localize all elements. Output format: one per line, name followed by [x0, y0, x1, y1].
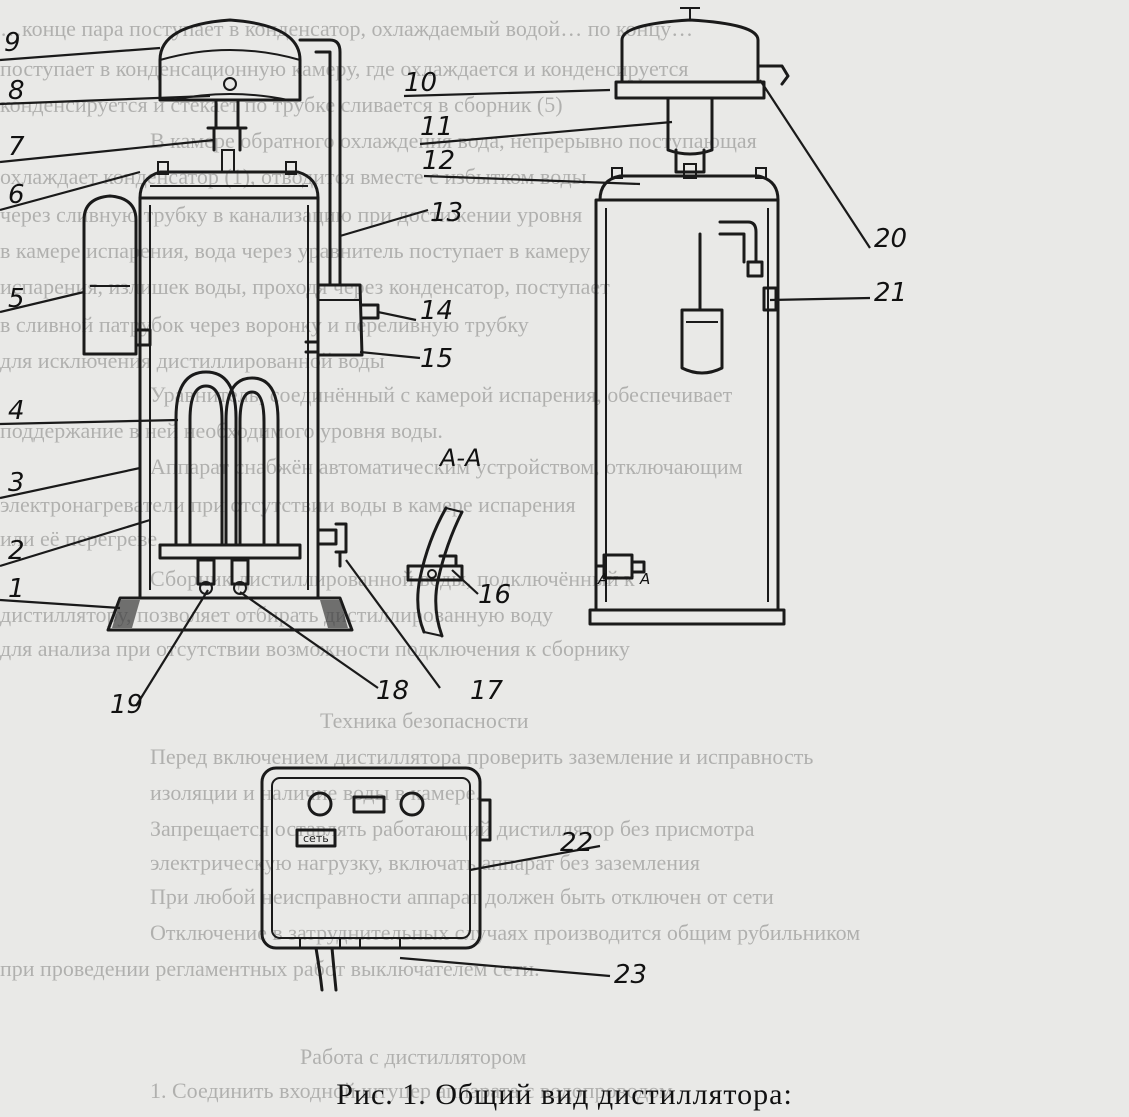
- background-text-line: При любой неисправности аппарат должен б…: [150, 884, 774, 909]
- callout-17: 17: [470, 676, 504, 706]
- callout-14: 14: [420, 296, 454, 326]
- power-label: сеть: [303, 832, 329, 845]
- section-mark-left: А: [597, 570, 608, 588]
- callout-22: 22: [560, 828, 594, 858]
- background-text-line: Аппарат снабжён автоматическим устройств…: [150, 454, 743, 479]
- callout-10: 10: [404, 68, 438, 98]
- callout-9: 9: [4, 28, 21, 58]
- figure-caption: Рис. 1. Общий вид дистиллятора:: [336, 1078, 793, 1111]
- section-a-a-detail: [406, 506, 464, 638]
- callout-18: 18: [376, 676, 410, 706]
- callout-19: 19: [110, 690, 144, 720]
- callout-4: 4: [8, 396, 25, 426]
- background-text-line: 1. Соединить входной штуцер аппарата с в…: [150, 1078, 673, 1103]
- callout-5: 5: [8, 284, 25, 314]
- callout-6: 6: [8, 180, 25, 210]
- callout-3: 3: [8, 468, 25, 498]
- background-text-line: Запрещается оставлять работающий дистилл…: [150, 816, 755, 841]
- callout-11: 11: [420, 112, 454, 142]
- callout-15: 15: [420, 344, 454, 374]
- callout-12: 12: [422, 146, 456, 176]
- background-text-line: для анализа при отсутствии возможности п…: [0, 636, 630, 661]
- background-text-line: при проведении регламентных работ выключ…: [0, 956, 540, 981]
- callout-23: 23: [614, 960, 648, 990]
- evaporation-unit: [82, 18, 380, 632]
- control-panel: [260, 766, 492, 992]
- callout-13: 13: [430, 198, 464, 228]
- callout-2: 2: [8, 536, 25, 566]
- section-mark-right: А: [639, 570, 650, 588]
- background-text-line: Перед включением дистиллятора проверить …: [150, 744, 814, 769]
- section-label: А-А: [438, 444, 482, 472]
- background-text-line: Отключение в затруднительных случаях про…: [150, 920, 861, 945]
- background-text-line: в камере испарения, вода через уравнител…: [0, 238, 591, 263]
- callout-20: 20: [874, 224, 908, 254]
- background-text-line: …конце пара поступает в конденсатор, охл…: [0, 16, 694, 41]
- background-text-line: электрическую нагрузку, включать аппарат…: [150, 850, 700, 875]
- background-text-line: Работа с дистиллятором: [300, 1044, 527, 1069]
- background-text-line: электронагреватели при отсутствии воды в…: [0, 492, 576, 517]
- callout-8: 8: [8, 76, 25, 106]
- collector-unit: [588, 7, 790, 626]
- background-text-line: или её перегреве.: [0, 526, 163, 551]
- callout-21: 21: [874, 278, 908, 308]
- callout-7: 7: [8, 132, 25, 162]
- callout-1: 1: [8, 574, 25, 604]
- background-text-line: Техника безопасности: [320, 708, 529, 733]
- background-text-line: поступает в конденсационную камеру, где …: [0, 56, 689, 81]
- background-text-line: через сливную трубку в канализацию при д…: [0, 202, 583, 227]
- background-text-line: для исключения дистиллированной воды: [0, 348, 385, 373]
- background-text-line: конденсируется и стекает по трубке слива…: [0, 92, 563, 117]
- background-text-line: в сливной патрубок через воронку и перел…: [0, 312, 529, 337]
- callout-16: 16: [478, 580, 512, 610]
- background-text-line: охлаждает конденсатор (1), отводится вме…: [0, 164, 587, 189]
- leader-lines: [0, 46, 871, 978]
